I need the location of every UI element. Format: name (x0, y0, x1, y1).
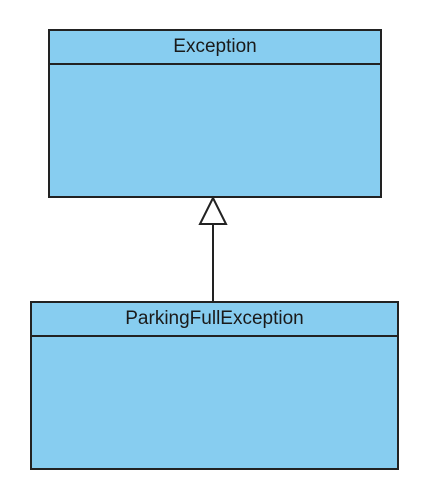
class-name-exception: Exception (50, 31, 380, 65)
class-parking-full-exception: ParkingFullException (30, 301, 399, 470)
class-exception: Exception (48, 29, 382, 198)
inheritance-arrowhead-icon (198, 195, 228, 225)
class-body-exception (50, 65, 380, 196)
class-name-parking-full-exception: ParkingFullException (32, 303, 397, 337)
class-body-parking-full-exception (32, 337, 397, 468)
